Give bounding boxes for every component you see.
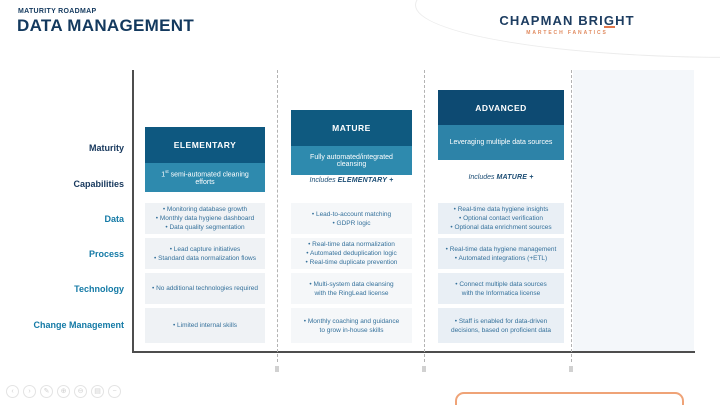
bullet-line: • Real-time duplicate prevention xyxy=(305,259,398,266)
advanced-includes-note: Includes MATURE + xyxy=(438,174,564,181)
bullet-line: • Optional contact verification xyxy=(459,215,543,222)
column-divider-dashed xyxy=(277,70,278,362)
row-label-process: Process xyxy=(88,249,124,259)
advanced-level-header: ADVANCED xyxy=(438,90,564,125)
page-title: DATA MANAGEMENT xyxy=(17,16,194,35)
future-column-placeholder xyxy=(573,70,694,351)
row-label-data: Data xyxy=(104,214,124,224)
bullet-line: • Real-time data normalization xyxy=(308,241,395,248)
capability-text: 1 xyxy=(161,171,166,179)
brand-name-pre: CHAPMAN BRI xyxy=(499,13,604,28)
next-icon[interactable]: › xyxy=(23,385,36,398)
bullet-line: decisions, based on proficient data xyxy=(450,326,552,334)
cell-elementary-process: • Lead capture initiatives • Standard da… xyxy=(145,238,265,269)
cell-advanced-data: • Real-time data hygiene insights • Opti… xyxy=(438,203,564,234)
cell-elementary-change: • Limited internal skills xyxy=(145,308,265,343)
axis-tick-mark xyxy=(275,366,279,372)
cell-mature-change: • Monthly coaching and guidance to grow … xyxy=(291,308,412,343)
cell-elementary-data: • Monitoring database growth • Monthly d… xyxy=(145,203,265,234)
bullet-line: • Connect multiple data sources xyxy=(455,280,547,288)
cell-mature-data: • Lead-to-account matching • GDPR logic xyxy=(291,203,412,234)
brand-tagline: MARTECH FANATICS xyxy=(526,30,608,36)
mature-level-header: MATURE xyxy=(291,110,412,146)
bullet-line: with the RingLead license xyxy=(314,289,389,297)
bullet-line: • Standard data normalization flows xyxy=(154,254,256,262)
row-label-technology: Technology xyxy=(74,284,124,294)
cell-mature-technology: • Multi-system data cleansing with the R… xyxy=(291,273,412,304)
bullet-line: with the Informatica license xyxy=(461,289,541,297)
row-label-change-management: Change Management xyxy=(33,320,124,330)
brand-name: CHAPMAN BRIGHT xyxy=(494,13,640,28)
brand-g-accent: G xyxy=(603,13,616,28)
zoom-in-icon[interactable]: ⊕ xyxy=(57,385,70,398)
cell-mature-process: • Real-time data normalization • Automat… xyxy=(291,238,412,269)
minimize-icon[interactable]: − xyxy=(108,385,121,398)
bullet-line: • Real-time data hygiene insights xyxy=(453,206,549,213)
includes-prefix: Includes xyxy=(468,174,497,181)
bullet-line: • Automated integrations (+ETL) xyxy=(454,254,548,262)
includes-emphasis: ELEMENTARY + xyxy=(337,177,394,184)
bullet-line: • Real-time data hygiene management xyxy=(445,245,557,253)
prev-icon[interactable]: ‹ xyxy=(6,385,19,398)
bullet-line: • Monthly data hygiene dashboard xyxy=(155,215,255,222)
elementary-level-header: ELEMENTARY xyxy=(145,127,265,163)
row-label-maturity: Maturity xyxy=(88,143,124,153)
x-axis-line xyxy=(132,351,695,353)
column-divider-dashed xyxy=(424,70,425,362)
bullet-line: • Staff is enabled for data-driven xyxy=(454,317,548,325)
axis-tick-mark xyxy=(569,366,573,372)
company-logo: CHAPMAN BRIGHT MARTECH FANATICS xyxy=(494,13,640,36)
bullet-line: • Automated deduplication logic xyxy=(306,250,397,257)
slide-eyebrow: MATURITY ROADMAP xyxy=(18,8,97,15)
capability-text: Leveraging multiple data sources xyxy=(449,139,553,146)
row-label-capabilities: Capabilities xyxy=(73,179,124,189)
bullet-line: • Lead-to-account matching xyxy=(311,210,392,218)
includes-prefix: Includes xyxy=(309,177,338,184)
pen-icon[interactable]: ✎ xyxy=(40,385,53,398)
print-icon[interactable]: ▤ xyxy=(91,385,104,398)
advanced-capability-box: Leveraging multiple data sources xyxy=(438,125,564,160)
bullet-line: • Lead capture initiatives xyxy=(169,245,241,253)
capability-text: Fully automated/integrated cleansing xyxy=(310,153,393,168)
capability-text: semi-automated cleaning efforts xyxy=(168,171,249,186)
cell-advanced-change: • Staff is enabled for data-driven decis… xyxy=(438,308,564,343)
bullet-line: • Monitoring database growth xyxy=(162,206,248,213)
cta-button[interactable] xyxy=(455,392,684,405)
axis-tick-mark xyxy=(422,366,426,372)
cell-advanced-process: • Real-time data hygiene management • Au… xyxy=(438,238,564,269)
y-axis-line xyxy=(132,70,134,352)
column-divider-dashed xyxy=(571,70,572,362)
bullet-line: • Monthly coaching and guidance xyxy=(303,317,400,325)
superscript: st xyxy=(165,169,169,175)
cell-elementary-technology: • No additional technologies required xyxy=(145,273,265,304)
bullet-line: • Data quality segmentation xyxy=(165,224,245,231)
mature-includes-note: Includes ELEMENTARY + xyxy=(291,177,412,184)
bullet-line: • Limited internal skills xyxy=(172,322,238,329)
bullet-line: • Multi-system data cleansing xyxy=(309,280,394,288)
elementary-capability-box: 1st semi-automated cleaning efforts xyxy=(145,163,265,192)
mature-capability-box: Fully automated/integrated cleansing xyxy=(291,146,412,175)
zoom-out-icon[interactable]: ⊖ xyxy=(74,385,87,398)
includes-emphasis: MATURE + xyxy=(496,174,534,181)
brand-name-post: HT xyxy=(615,13,635,28)
viewer-toolbar: ‹ › ✎ ⊕ ⊖ ▤ − xyxy=(6,385,121,398)
bullet-line: to grow in-house skills xyxy=(319,326,384,334)
bullet-line: • Optional data enrichment sources xyxy=(450,224,552,231)
bullet-line: • No additional technologies required xyxy=(152,285,258,292)
cell-advanced-technology: • Connect multiple data sources with the… xyxy=(438,273,564,304)
bullet-line: • GDPR logic xyxy=(332,219,371,227)
